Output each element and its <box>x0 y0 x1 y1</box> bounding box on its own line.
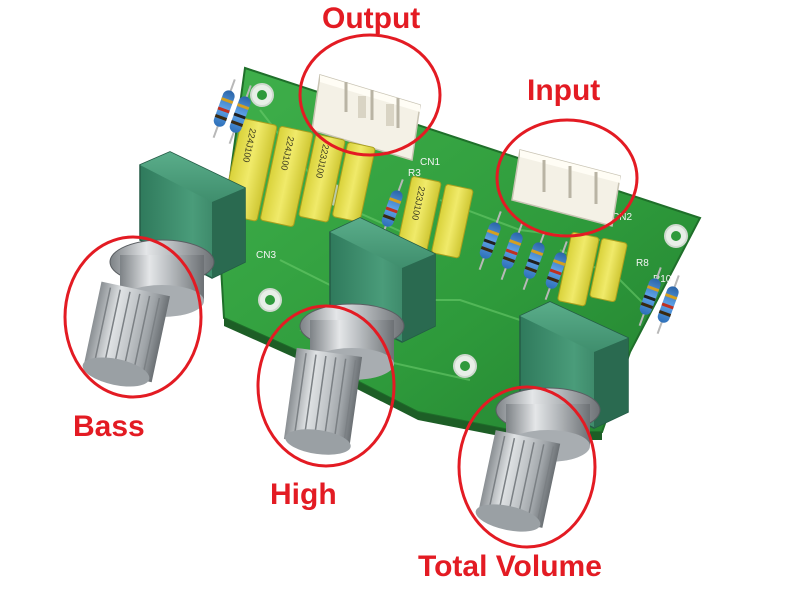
mounting-hole <box>453 354 477 378</box>
bass-highlight-circle <box>63 235 203 399</box>
bass-potentiometer <box>82 151 246 387</box>
marking-cn3: CN3 <box>256 250 276 261</box>
marking-cn2: CN2 <box>612 212 632 223</box>
high-potentiometer <box>283 217 436 455</box>
high-highlight-circle <box>256 304 396 468</box>
marking-r10: R10 <box>653 274 672 285</box>
volume-highlight-circle <box>457 385 597 549</box>
marking-r8: R8 <box>636 258 649 269</box>
output-label: Output <box>322 2 421 35</box>
resistor-group <box>212 79 680 335</box>
total-volume-label: Total Volume <box>418 550 602 583</box>
marking-cn1: CN1 <box>420 157 440 168</box>
input-label: Input <box>527 74 601 107</box>
output-highlight-circle <box>298 33 442 157</box>
mounting-hole <box>258 288 282 312</box>
volume-potentiometer <box>475 301 629 532</box>
bass-label: Bass <box>73 410 145 443</box>
marking-r3: R3 <box>408 168 421 179</box>
input-connector <box>511 149 621 227</box>
mounting-hole <box>664 224 688 248</box>
annotation-circles <box>63 33 639 549</box>
capacitor-group: 224J100 224J100 223J100 223J100 <box>221 118 628 307</box>
input-highlight-circle <box>495 118 639 238</box>
output-connector <box>311 74 421 207</box>
high-label: High <box>270 478 337 511</box>
mounting-hole <box>250 83 274 107</box>
silkscreen-markings: CN1 CN2 CN3 R3 R8 R10 <box>256 157 672 285</box>
